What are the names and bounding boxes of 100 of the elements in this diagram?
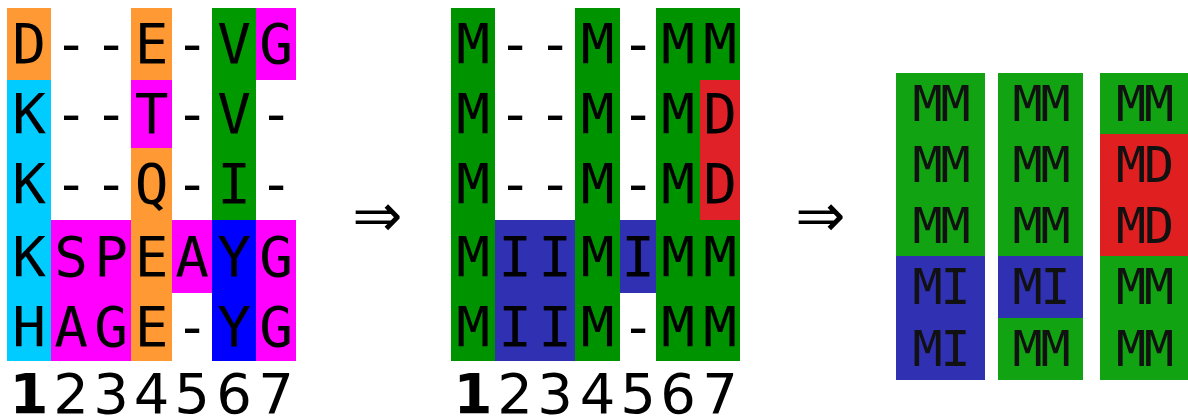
alignment-cell: E (131, 220, 172, 293)
alignment-cell: Y (212, 220, 256, 293)
alignment-cell: M (575, 8, 620, 80)
gap-symbol: - (620, 293, 656, 361)
column-number: 5 (173, 368, 211, 420)
alignment-cell: MD (1100, 134, 1188, 195)
alignment-cell: MI (896, 318, 985, 380)
alignment-cell: K (7, 80, 51, 148)
column-number: 3 (92, 368, 130, 420)
column-number: 6 (659, 368, 697, 420)
gap-symbol: - (174, 10, 210, 78)
gap-symbol: - (497, 150, 533, 218)
alignment-cell: M (656, 148, 700, 220)
alignment-cell: I (620, 220, 656, 293)
alignment-cell: MM (998, 195, 1083, 256)
alignment-cell: MM (1100, 73, 1188, 134)
gap-symbol: - (93, 10, 129, 78)
alignment-cell: H (7, 293, 51, 361)
alignment-cell: Q (131, 148, 172, 220)
implies-arrow: ⇒ (351, 185, 404, 245)
alignment-cell: MM (896, 73, 985, 134)
column-number: 3 (536, 368, 574, 420)
alignment-cell: MM (998, 134, 1083, 195)
alignment-cell: A (51, 293, 91, 361)
column-number: 6 (215, 368, 253, 420)
alignment-cell: Y (212, 293, 256, 361)
gap-symbol: - (537, 80, 573, 148)
gap-symbol: - (53, 80, 89, 148)
alignment-cell: MM (896, 134, 985, 195)
alignment-cell: MD (1100, 195, 1188, 256)
alignment-cell: MM (896, 195, 985, 256)
implies-arrow: ⇒ (794, 185, 847, 245)
column-number: 4 (578, 368, 617, 420)
alignment-cell: MM (998, 73, 1083, 134)
gap-symbol: - (258, 80, 294, 148)
alignment-cell: M (656, 293, 700, 361)
alignment-cell: E (131, 293, 172, 361)
alignment-cell: M (575, 148, 620, 220)
alignment-cell: A (172, 220, 212, 293)
column-number: 2 (496, 368, 534, 420)
alignment-cell: I (495, 293, 535, 361)
alignment-cell: MM (1100, 318, 1188, 380)
column-number: 1 (452, 368, 494, 420)
alignment-cell: K (7, 220, 51, 293)
alignment-cell: I (212, 148, 256, 220)
alignment-cell: M (575, 80, 620, 148)
alignment-cell: M (656, 80, 700, 148)
gap-symbol: - (497, 80, 533, 148)
alignment-cell: M (700, 8, 740, 80)
alignment-cell: D (7, 8, 51, 80)
gap-symbol: - (174, 293, 210, 361)
alignment-cell: S (51, 220, 91, 293)
alignment-cell: M (656, 220, 700, 293)
gap-symbol: - (93, 150, 129, 218)
alignment-cell: MI (998, 256, 1083, 318)
alignment-cell: E (131, 8, 172, 80)
gap-symbol: - (174, 150, 210, 218)
column-number: 7 (701, 368, 739, 420)
alignment-cell: P (91, 220, 131, 293)
gap-symbol: - (537, 150, 573, 218)
gap-symbol: - (620, 80, 656, 148)
alignment-cell: D (700, 80, 740, 148)
alignment-cell: M (575, 293, 620, 361)
alignment-cell: V (212, 80, 256, 148)
alignment-cell: V (212, 8, 256, 80)
alignment-cell: K (7, 148, 51, 220)
alignment-cell: MI (896, 256, 985, 318)
gap-symbol: - (620, 10, 656, 78)
alignment-cell: I (495, 220, 535, 293)
gap-symbol: - (53, 10, 89, 78)
gap-symbol: - (497, 10, 533, 78)
alignment-cell: I (535, 220, 575, 293)
alignment-cell: MM (1100, 256, 1188, 318)
gap-symbol: - (537, 10, 573, 78)
alignment-cell: M (700, 220, 740, 293)
alignment-cell: M (451, 8, 495, 80)
alignment-cell: M (451, 293, 495, 361)
alignment-cell: G (256, 8, 296, 80)
alignment-cell: I (535, 293, 575, 361)
gap-symbol: - (53, 150, 89, 218)
column-number: 5 (620, 368, 656, 420)
column-number: 4 (132, 368, 171, 420)
alignment-cell: D (700, 148, 740, 220)
alignment-cell: MM (998, 318, 1083, 380)
gap-symbol: - (620, 150, 656, 218)
column-number: 1 (8, 368, 50, 420)
gap-symbol: - (258, 150, 294, 218)
gap-symbol: - (174, 80, 210, 148)
alignment-cell: M (451, 80, 495, 148)
column-number: 2 (52, 368, 90, 420)
gap-symbol: - (93, 80, 129, 148)
alignment-cell: M (656, 8, 700, 80)
alignment-cell: M (451, 220, 495, 293)
alignment-cell: M (575, 220, 620, 293)
alignment-cell: M (700, 293, 740, 361)
alignment-cell: G (91, 293, 131, 361)
column-number: 7 (257, 368, 295, 420)
alignment-cell: G (256, 293, 296, 361)
alignment-cell: T (131, 80, 172, 148)
alignment-cell: G (256, 220, 296, 293)
